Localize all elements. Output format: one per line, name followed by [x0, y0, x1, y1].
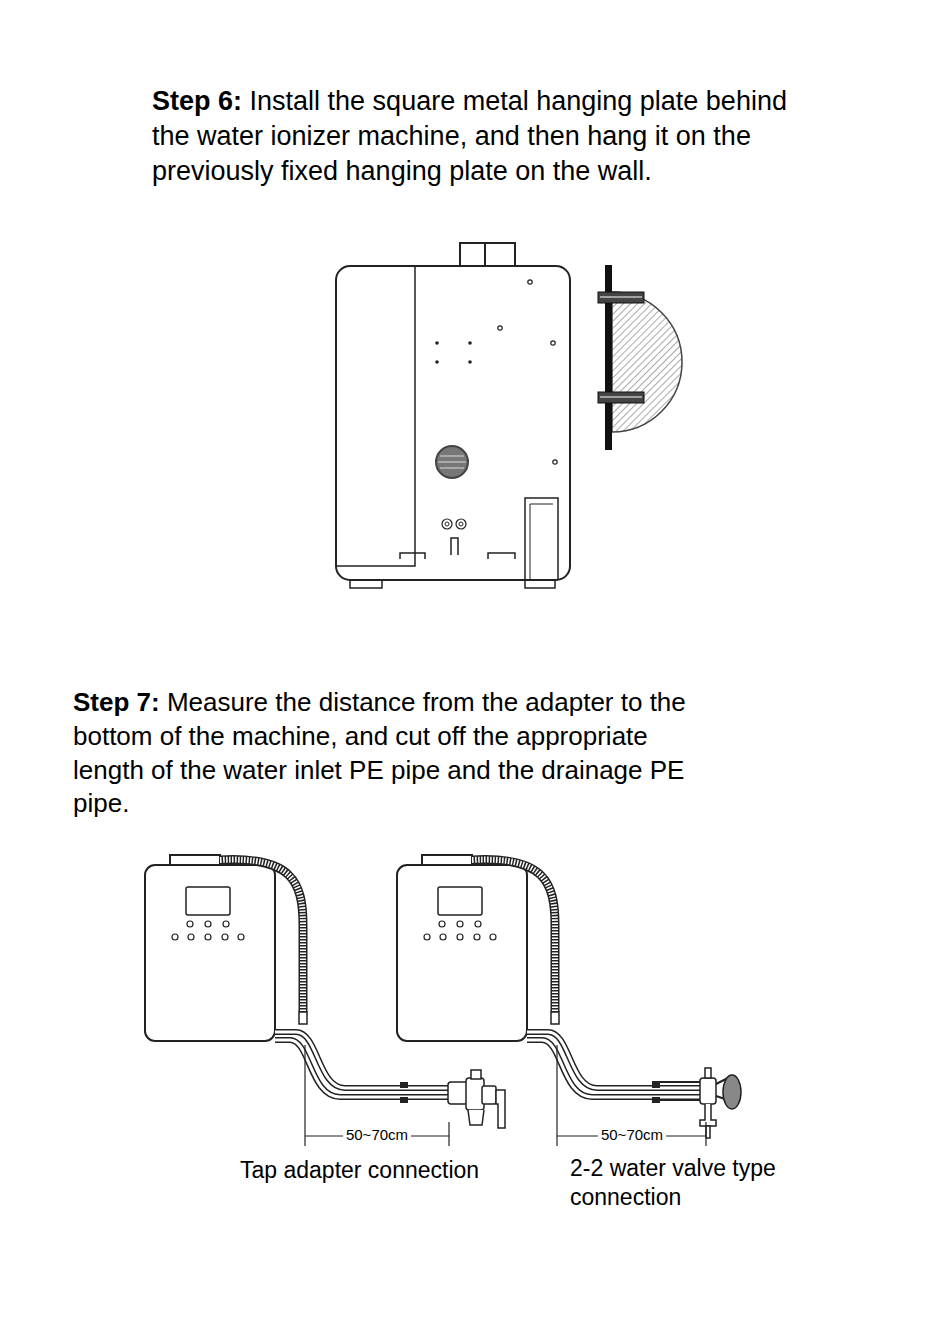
caption-label: 2-2 water valve type connection — [570, 1154, 820, 1212]
dimension-label: 50~70cm — [598, 1126, 666, 1144]
step-paragraph: Step 6: Install the square metal hanging… — [152, 84, 820, 189]
step-paragraph: Step 7: Measure the distance from the ad… — [73, 686, 705, 821]
caption-label: Tap adapter connection — [240, 1156, 540, 1185]
step-text: Install the square metal hanging plate b… — [152, 86, 787, 186]
dimension-label: 50~70cm — [343, 1126, 411, 1144]
step-text: Measure the distance from the adapter to… — [73, 687, 686, 818]
step-heading: Step 7: — [73, 687, 160, 717]
step-heading: Step 6: — [152, 86, 242, 116]
dimension-lines — [305, 1045, 706, 1146]
tap-adapter — [448, 1070, 505, 1128]
machine-back-view — [336, 243, 570, 588]
wall-plate — [598, 265, 682, 450]
